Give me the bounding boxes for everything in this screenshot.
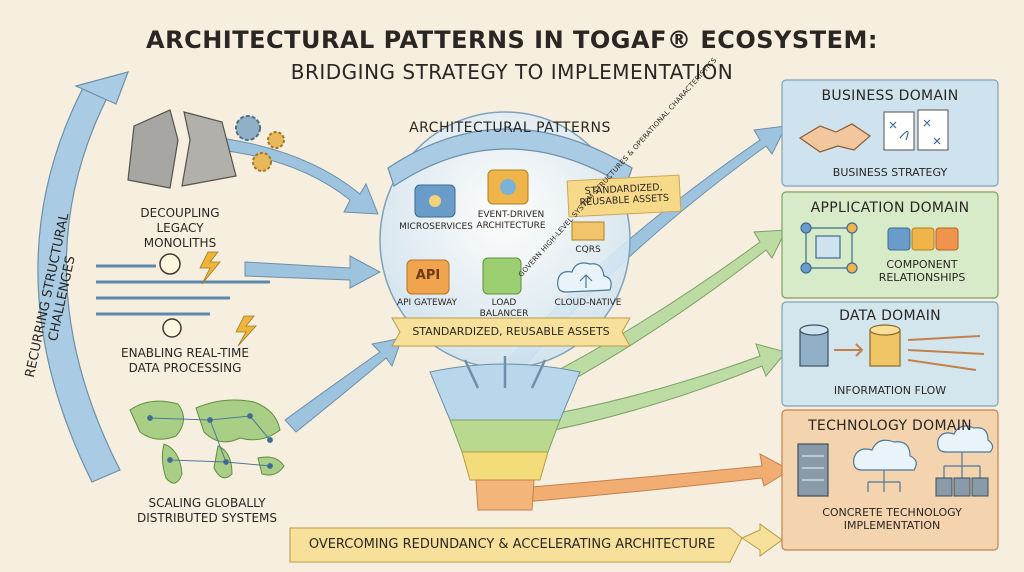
pattern-label-event-driven: EVENT-DRIVEN ARCHITECTURE: [476, 210, 546, 231]
data-stream-icon: [96, 264, 270, 316]
left-banner-shape: [37, 85, 121, 483]
component-diagram-icon: [800, 222, 858, 274]
business-domain-title: BUSINESS DOMAIN: [821, 88, 959, 104]
component-puzzle-icon: [887, 227, 911, 251]
bottom-banner-shape: [289, 527, 743, 563]
cqrs-icon: [571, 221, 605, 241]
challenge-arrow-2: [244, 255, 382, 289]
network-lines: [147, 413, 273, 469]
gear-icon-third: [252, 152, 272, 172]
domain-arrow-technology: [519, 453, 792, 503]
bottom-banner-label: OVERCOMING REDUNDANCY & ACCELERATING ARC…: [308, 537, 716, 552]
mini-server-icons: [935, 477, 989, 497]
load-balancer-icon: [482, 257, 522, 295]
challenge-arrow-3: [284, 337, 403, 433]
gear-icon: [235, 115, 261, 141]
funnel-base: [475, 479, 535, 511]
broken-rock-icon: [127, 109, 179, 189]
data-domain-subtitle: INFORMATION FLOW: [833, 384, 947, 397]
component-puzzle-icon-2: [911, 227, 935, 251]
information-flow-arrows: [834, 335, 985, 371]
challenge-arrow-1: [219, 137, 379, 215]
funnel-in-arrows: [463, 356, 547, 389]
sticky-note-shape: [566, 174, 682, 218]
server-rack-icon: [797, 443, 829, 497]
strategy-document-icon-2: [917, 109, 949, 151]
api-gateway-icon: [406, 259, 450, 295]
assets-banner-label: STANDARDIZED, REUSABLE ASSETS: [412, 325, 610, 338]
cloud-upload-links: [943, 452, 981, 478]
funnel-top: [429, 363, 581, 421]
pattern-label-microservices: MICROSERVICES: [399, 222, 473, 232]
bottom-banner-arrow: [740, 523, 783, 557]
strategy-document-icon: [883, 111, 915, 151]
database-icon: [799, 324, 829, 367]
cloud-network-links: [867, 470, 901, 492]
pattern-label-cqrs: CQRS: [575, 245, 601, 255]
technology-domain-subtitle: CONCRETE TECHNOLOGY IMPLEMENTATION: [822, 506, 962, 532]
cloud-native-icon-arrow: [579, 274, 593, 288]
left-banner-arrowhead: [74, 71, 129, 105]
handshake-icon: [798, 123, 871, 153]
world-map-icon: [129, 399, 285, 484]
lightning-icon: [199, 251, 221, 285]
challenge-label-1: DECOUPLING LEGACY MONOLITHS: [140, 206, 220, 250]
lightning-icon-lower: [235, 315, 257, 347]
pattern-label-load-balancer: LOAD BALANCER: [479, 298, 529, 319]
pattern-label-cloud-native: CLOUD-NATIVE: [554, 298, 622, 308]
assets-banner-shape: [391, 317, 631, 347]
gear-icon-small: [267, 131, 285, 149]
funnel-mid: [449, 419, 561, 453]
business-domain-subtitle: BUSINESS STRATEGY: [832, 166, 948, 179]
page-title: ARCHITECTURAL PATTERNS IN TOGAF® ECOSYST…: [146, 26, 878, 54]
database-icon-gold: [869, 324, 901, 367]
page-subtitle: BRIDGING STRATEGY TO IMPLEMENTATION: [290, 60, 734, 84]
event-driven-icon-play: [500, 179, 516, 195]
domain-arrow-data: [519, 343, 787, 437]
clock-icon-lower: [162, 318, 182, 338]
component-puzzle-icon-3: [935, 227, 959, 251]
challenge-label-3: SCALING GLOBALLY DISTRIBUTED SYSTEMS: [136, 496, 278, 525]
funnel-low: [461, 451, 549, 481]
strategy-document-marks: [889, 119, 941, 145]
api-badge: API: [415, 268, 441, 283]
cloud-native-icon: [557, 262, 612, 293]
pattern-label-api-gateway: API GATEWAY: [396, 298, 458, 308]
challenge-label-2: ENABLING REAL-TIME DATA PROCESSING: [121, 346, 249, 375]
application-domain-subtitle: COMPONENT RELATIONSHIPS: [878, 258, 966, 284]
data-domain-title: DATA DOMAIN: [839, 308, 941, 324]
patterns-banner-label: ARCHITECTURAL PATTERNS: [409, 120, 611, 136]
technology-domain-title: TECHNOLOGY DOMAIN: [808, 418, 972, 434]
microservices-icon-gear: [429, 195, 441, 207]
application-domain-title: APPLICATION DOMAIN: [810, 200, 970, 216]
clock-icon: [159, 253, 181, 275]
broken-rock-icon-right: [181, 111, 237, 187]
cloud-upload-icon: [937, 425, 994, 453]
cloud-network-icon: [853, 439, 917, 471]
